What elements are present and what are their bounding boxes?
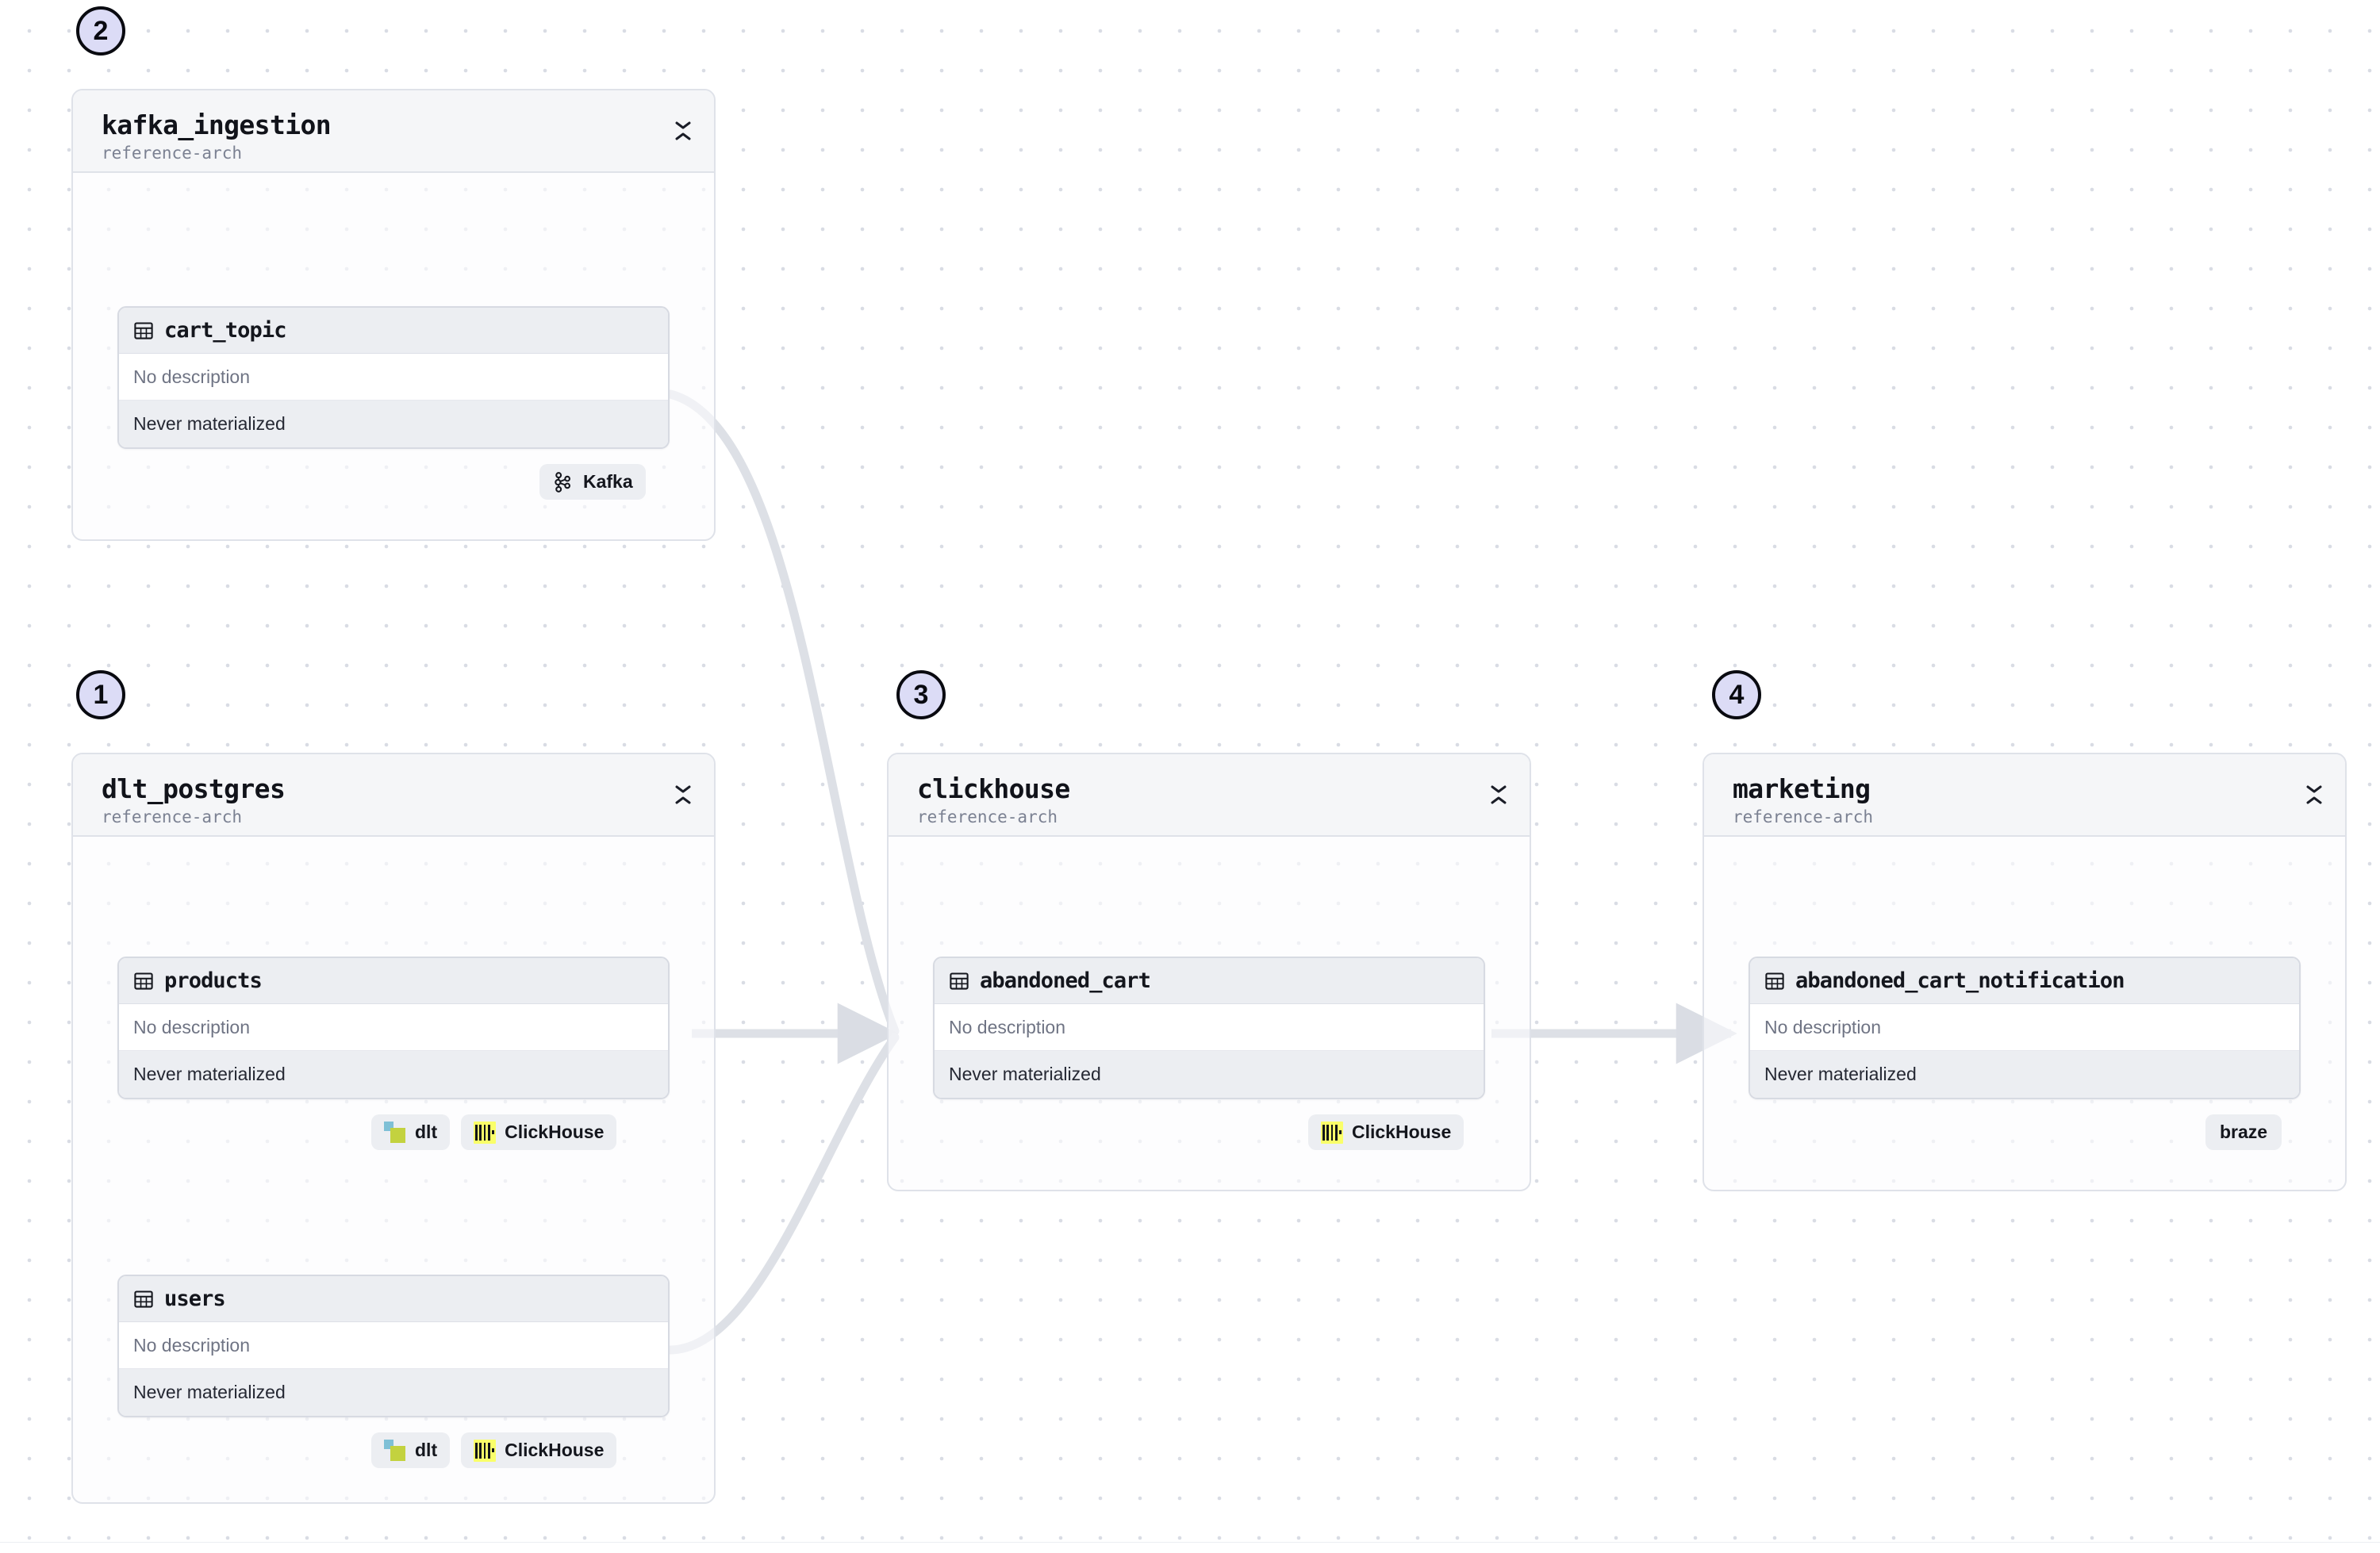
- integration-badge-label: dlt: [415, 1122, 438, 1142]
- integration-badge-braze[interactable]: braze: [2205, 1114, 2282, 1150]
- asset-name: abandoned_cart_notification: [1795, 968, 2125, 993]
- group-header-kafka-ingestion[interactable]: kafka_ingestion reference-arch: [73, 90, 714, 173]
- asset-materialization-status: Never materialized: [119, 401, 668, 447]
- asset-name: users: [164, 1286, 226, 1311]
- group-subtitle: reference-arch: [102, 143, 243, 163]
- integration-badge-label: ClickHouse: [1352, 1122, 1452, 1142]
- table-icon: [134, 1290, 153, 1308]
- integration-badge-label: Kafka: [583, 471, 633, 492]
- asset-materialization-status: Never materialized: [119, 1369, 668, 1416]
- asset-card-header: products: [119, 958, 668, 1004]
- asset-card-header: abandoned_cart: [935, 958, 1484, 1004]
- group-header-marketing[interactable]: marketing reference-arch: [1704, 754, 2345, 837]
- asset-materialization-status: Never materialized: [1750, 1051, 2299, 1098]
- integration-badge-dlt[interactable]: dlt: [371, 1432, 451, 1468]
- kafka-logo-icon: [552, 471, 574, 493]
- integration-badge-label: dlt: [415, 1440, 438, 1460]
- asset-name: cart_topic: [164, 318, 286, 343]
- dlt-logo-icon: [384, 1121, 406, 1144]
- integration-badge-label: ClickHouse: [505, 1122, 605, 1142]
- step-badge-2: 2: [76, 6, 125, 56]
- collapse-vertical-icon[interactable]: [673, 119, 693, 143]
- group-title: kafka_ingestion: [102, 109, 332, 140]
- integration-badge-label: braze: [2220, 1122, 2268, 1142]
- table-icon: [950, 972, 969, 990]
- asset-description: No description: [1750, 1004, 2299, 1051]
- integration-badge-clickhouse[interactable]: ClickHouse: [461, 1432, 617, 1468]
- badge-row-users: dlt ClickHouse: [371, 1432, 617, 1468]
- asset-description: No description: [935, 1004, 1484, 1051]
- clickhouse-logo-icon: [1321, 1121, 1343, 1144]
- step-badge-1: 1: [76, 670, 125, 719]
- asset-description: No description: [119, 1004, 668, 1051]
- asset-name: products: [164, 968, 263, 993]
- collapse-vertical-icon[interactable]: [673, 783, 693, 807]
- asset-card-abandoned-cart[interactable]: abandoned_cart No description Never mate…: [933, 957, 1485, 1099]
- badge-row-abandoned-cart-notification: braze: [2205, 1114, 2282, 1150]
- asset-description: No description: [119, 1322, 668, 1369]
- asset-card-cart-topic[interactable]: cart_topic No description Never material…: [117, 306, 670, 449]
- group-header-clickhouse[interactable]: clickhouse reference-arch: [889, 754, 1530, 837]
- group-title: dlt_postgres: [102, 773, 286, 804]
- step-badge-4: 4: [1712, 670, 1761, 719]
- asset-description: No description: [119, 354, 668, 401]
- group-title: marketing: [1733, 773, 1871, 804]
- asset-card-abandoned-cart-notification[interactable]: abandoned_cart_notification No descripti…: [1749, 957, 2301, 1099]
- group-title: clickhouse: [917, 773, 1070, 804]
- asset-materialization-status: Never materialized: [119, 1051, 668, 1098]
- table-icon: [1765, 972, 1784, 990]
- asset-card-header: cart_topic: [119, 308, 668, 354]
- table-icon: [134, 972, 153, 990]
- badge-row-abandoned-cart: ClickHouse: [1308, 1114, 1464, 1150]
- badge-row-cart-topic: Kafka: [539, 464, 646, 500]
- asset-card-products[interactable]: products No description Never materializ…: [117, 957, 670, 1099]
- asset-card-header: abandoned_cart_notification: [1750, 958, 2299, 1004]
- integration-badge-label: ClickHouse: [505, 1440, 605, 1460]
- badge-row-products: dlt ClickHouse: [371, 1114, 617, 1150]
- integration-badge-clickhouse[interactable]: ClickHouse: [461, 1114, 617, 1150]
- asset-card-header: users: [119, 1276, 668, 1322]
- clickhouse-logo-icon: [474, 1439, 497, 1462]
- collapse-vertical-icon[interactable]: [2304, 783, 2324, 807]
- integration-badge-dlt[interactable]: dlt: [371, 1114, 451, 1150]
- asset-card-users[interactable]: users No description Never materialized: [117, 1275, 670, 1417]
- asset-materialization-status: Never materialized: [935, 1051, 1484, 1098]
- dlt-logo-icon: [384, 1439, 406, 1462]
- canvas-bottom-edge: [0, 1542, 2380, 1553]
- integration-badge-clickhouse[interactable]: ClickHouse: [1308, 1114, 1464, 1150]
- step-badge-3: 3: [896, 670, 946, 719]
- group-subtitle: reference-arch: [1733, 807, 1874, 826]
- collapse-vertical-icon[interactable]: [1488, 783, 1509, 807]
- group-header-dlt-postgres[interactable]: dlt_postgres reference-arch: [73, 754, 714, 837]
- group-subtitle: reference-arch: [917, 807, 1058, 826]
- group-subtitle: reference-arch: [102, 807, 243, 826]
- clickhouse-logo-icon: [474, 1121, 497, 1144]
- integration-badge-kafka[interactable]: Kafka: [539, 464, 646, 500]
- table-icon: [134, 321, 153, 339]
- asset-name: abandoned_cart: [980, 968, 1151, 993]
